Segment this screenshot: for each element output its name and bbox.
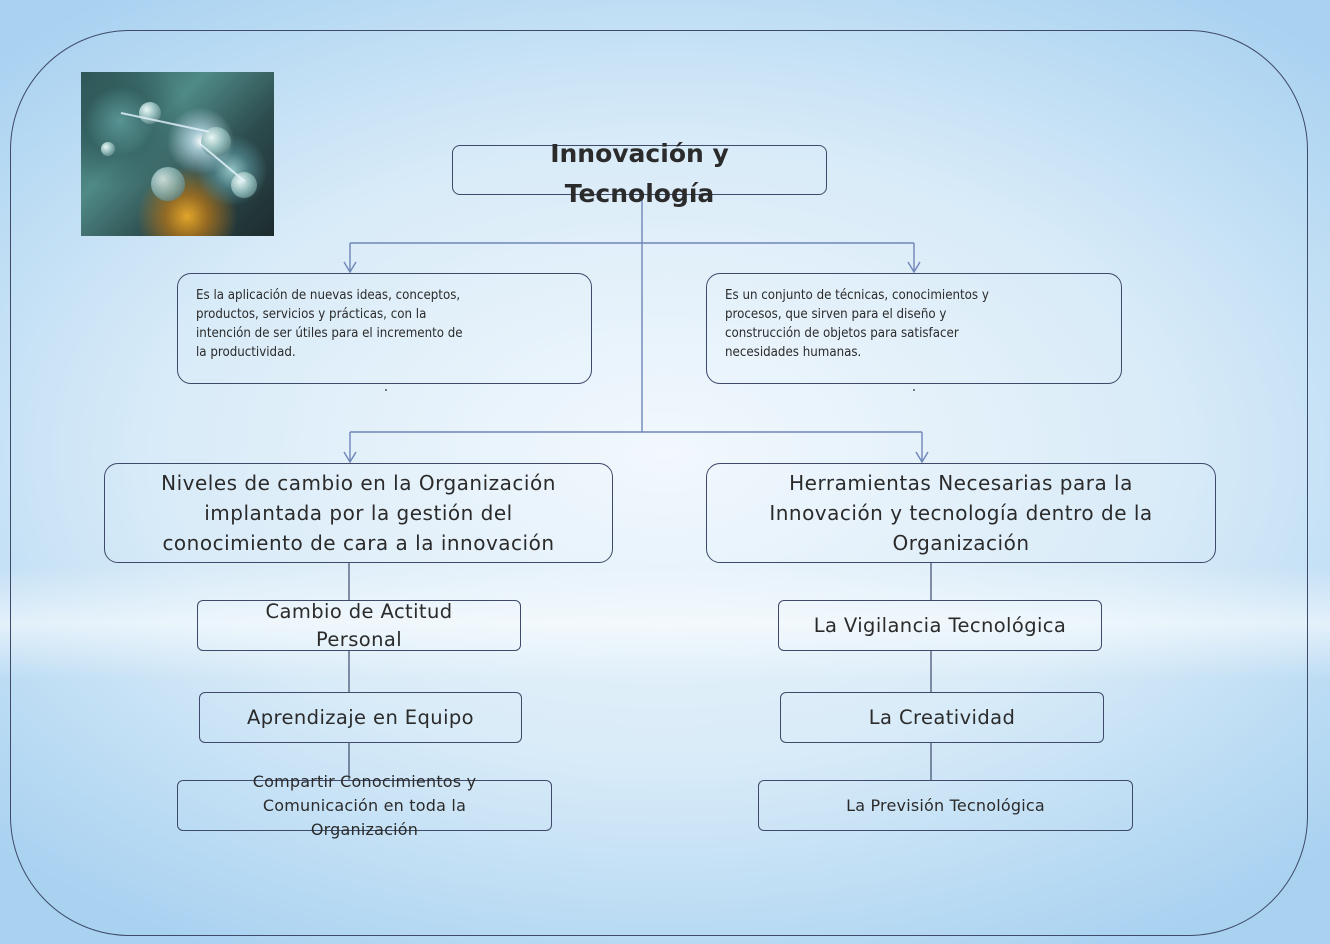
photo-beam <box>120 112 210 133</box>
rounded-frame <box>10 30 1308 936</box>
technology-network-photo <box>81 72 274 236</box>
innovation-definition-box: Es la aplicación de nuevas ideas, concep… <box>177 273 592 384</box>
creativity-box: La Creatividad <box>780 692 1104 743</box>
photo-node <box>231 172 257 198</box>
technology-watch-box: La Vigilancia Tecnológica <box>778 600 1102 651</box>
stray-dot <box>913 389 915 391</box>
necessary-tools-heading: Herramientas Necesarias para la Innovaci… <box>706 463 1216 563</box>
innovation-definition-text: Es la aplicación de nuevas ideas, concep… <box>196 286 463 362</box>
definition-line: la productividad. <box>196 345 296 360</box>
photo-node <box>101 142 115 156</box>
definition-line: necesidades humanas. <box>725 345 862 360</box>
technology-forecast-box: La Previsión Tecnológica <box>758 780 1133 831</box>
definition-line: productos, servicios y prácticas, con la <box>196 307 427 322</box>
team-learning-box: Aprendizaje en Equipo <box>199 692 522 743</box>
technology-definition-text: Es un conjunto de técnicas, conocimiento… <box>725 286 989 362</box>
photo-node <box>151 167 185 201</box>
stray-dot <box>385 389 387 391</box>
definition-line: construcción de objetos para satisfacer <box>725 326 959 341</box>
definition-line: Es un conjunto de técnicas, conocimiento… <box>725 288 989 303</box>
change-levels-heading: Niveles de cambio en la Organización imp… <box>104 463 613 563</box>
definition-line: intención de ser útiles para el incremen… <box>196 326 463 341</box>
knowledge-sharing-box: Compartir Conocimientos y Comunicación e… <box>177 772 552 839</box>
definition-line: Es la aplicación de nuevas ideas, concep… <box>196 288 461 303</box>
definition-line: procesos, que sirven para el diseño y <box>725 307 947 322</box>
title-box: Innovación y Tecnología <box>452 139 827 208</box>
technology-definition-box: Es un conjunto de técnicas, conocimiento… <box>706 273 1122 384</box>
diagram-title: Innovación y Tecnología <box>550 139 729 208</box>
attitude-change-box: Cambio de Actitud Personal <box>197 600 521 651</box>
